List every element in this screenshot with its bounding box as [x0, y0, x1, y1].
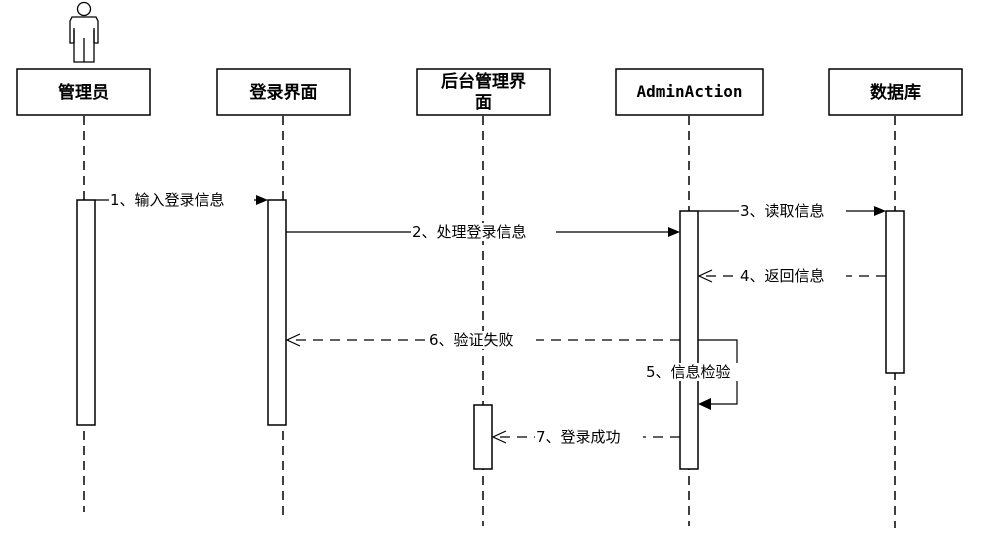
object-admin-action-label: AdminAction: [637, 82, 743, 101]
message-2: 2、处理登录信息: [286, 223, 680, 241]
object-backend-ui-label-line2: 面: [475, 93, 492, 113]
message-6: 6、验证失败: [285, 331, 680, 349]
message-4-label: 4、返回信息: [740, 267, 825, 285]
activation-login-ui: [267, 199, 287, 426]
message-3-label: 3、读取信息: [740, 202, 825, 220]
activation-database: [885, 210, 905, 374]
object-admin-label: 管理员: [58, 82, 109, 103]
message-1-label: 1、输入登录信息: [110, 191, 225, 209]
object-backend-ui: 后台管理界 面: [416, 68, 551, 116]
person-icon: [69, 1, 99, 63]
object-admin-action: AdminAction: [615, 68, 764, 116]
object-database-label: 数据库: [870, 82, 921, 103]
message-3: 3、读取信息: [698, 202, 886, 220]
message-5-label: 5、信息检验: [646, 363, 731, 381]
message-5: 5、信息检验: [645, 339, 751, 410]
message-4: 4、返回信息: [697, 267, 886, 285]
message-7-label: 7、登录成功: [536, 428, 621, 446]
object-admin: 管理员: [16, 68, 151, 116]
message-7: 7、登录成功: [491, 428, 680, 446]
message-6-label: 6、验证失败: [429, 331, 514, 349]
activation-admin-action: [679, 210, 699, 470]
object-login-ui: 登录界面: [216, 68, 351, 116]
object-login-ui-label: 登录界面: [249, 82, 318, 103]
activation-admin: [76, 199, 96, 426]
object-database: 数据库: [828, 68, 963, 116]
object-backend-ui-label-line1: 后台管理界: [441, 71, 526, 92]
message-1: 1、输入登录信息: [95, 191, 268, 209]
activation-backend-ui: [473, 404, 493, 470]
message-2-label: 2、处理登录信息: [412, 223, 527, 241]
